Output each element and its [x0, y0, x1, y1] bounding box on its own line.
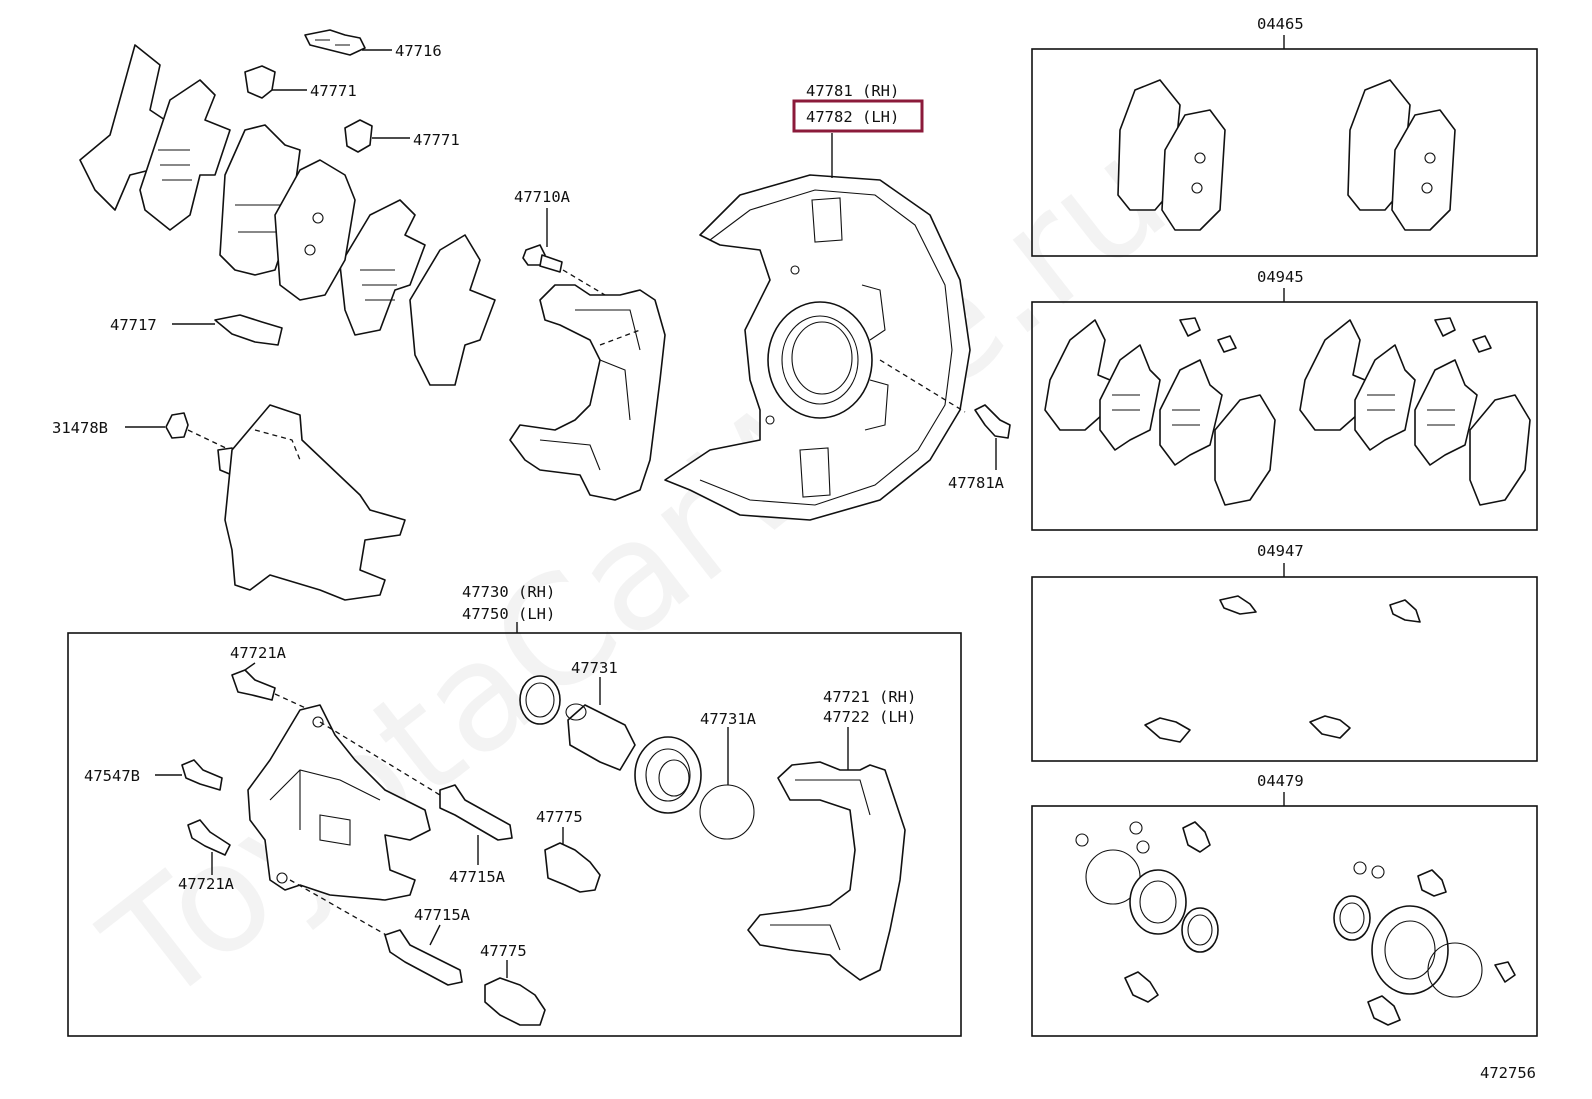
label-47717: 47717 — [110, 316, 157, 334]
kit-box-04479 — [1031, 805, 1538, 1037]
label-04945: 04945 — [1257, 268, 1304, 286]
label-04465: 04465 — [1257, 15, 1304, 33]
label-04479: 04479 — [1257, 772, 1304, 790]
label-47730-rh: 47730 (RH) — [462, 583, 555, 601]
label-47721-rh: 47721 (RH) — [823, 688, 916, 706]
kit-04479-seals — [1075, 821, 1516, 1026]
kit-box-04947 — [1031, 576, 1538, 762]
label-47715A-mid: 47715A — [449, 868, 506, 886]
caliper-mount-bracket — [509, 208, 666, 501]
kit-04947-clips — [1144, 595, 1421, 743]
bolt-47781A — [974, 404, 1011, 470]
label-47716: 47716 — [395, 42, 442, 60]
disc-brake-dust-shield — [664, 133, 971, 521]
pad-clips — [214, 29, 373, 346]
kit-04945-shims — [1044, 317, 1531, 506]
label-47775-mid: 47775 — [536, 808, 583, 826]
label-47731A: 47731A — [700, 710, 757, 728]
label-47771-top: 47771 — [310, 82, 357, 100]
brake-pads-group — [219, 124, 356, 301]
top-left-leaders — [172, 49, 410, 325]
kit-04465-pads — [1117, 79, 1456, 231]
highlight-47782-box — [792, 99, 924, 133]
label-47722-lh: 47722 (LH) — [823, 708, 916, 726]
label-47775-bottom: 47775 — [480, 942, 527, 960]
label-47781A: 47781A — [948, 474, 1005, 492]
shim-plates-group — [79, 44, 496, 386]
figure-number: 472756 — [1480, 1064, 1536, 1082]
label-47547B: 47547B — [84, 767, 140, 785]
label-47715A-bottom: 47715A — [414, 906, 471, 924]
label-31478B: 31478B — [52, 419, 108, 437]
label-47710A: 47710A — [514, 188, 571, 206]
label-47771-mid: 47771 — [413, 131, 460, 149]
label-04947: 04947 — [1257, 542, 1304, 560]
label-47731: 47731 — [571, 659, 618, 677]
label-47750-lh: 47750 (LH) — [462, 605, 555, 623]
label-47721A-top: 47721A — [230, 644, 287, 662]
part-labels: 47716 47771 47771 47717 31478B 47710A 47… — [52, 15, 1536, 1082]
label-47721A-bottom: 47721A — [178, 875, 235, 893]
caliper-assembly-box — [67, 632, 962, 1037]
label-47781-rh: 47781 (RH) — [806, 82, 899, 100]
label-47782-lh: 47782 (LH) — [806, 108, 899, 126]
caliper-body-small — [125, 404, 406, 601]
caliper-assembly-parts — [155, 662, 906, 1026]
